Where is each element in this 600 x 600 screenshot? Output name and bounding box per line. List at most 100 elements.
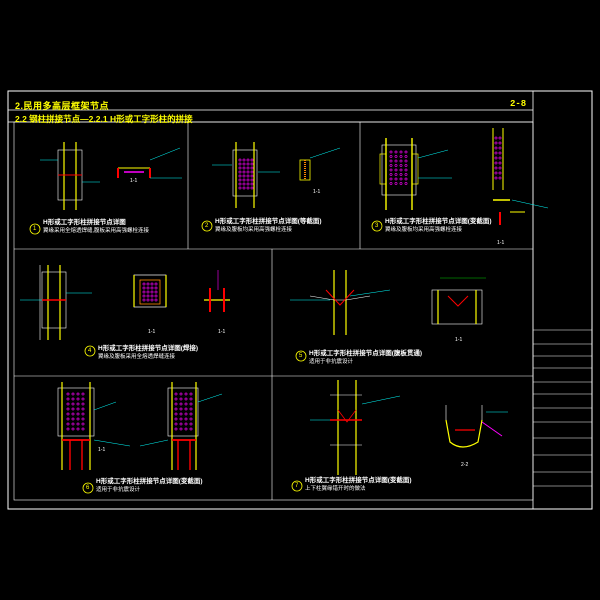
bolt-mark <box>81 402 85 406</box>
detail-6-number: 6 <box>86 485 90 491</box>
detail-6-caption: H形或工字形柱拼接节点详图(变截面) 适用于非抗震设计 <box>96 478 203 494</box>
detail-6-drawing <box>57 382 223 494</box>
bolt-mark <box>76 412 80 416</box>
bolt-mark <box>66 422 70 426</box>
bolt-mark <box>189 427 193 431</box>
bolt-mark <box>81 397 85 401</box>
bolt-mark <box>498 171 502 175</box>
bolt-mark <box>389 159 393 163</box>
bolt-mark <box>494 156 498 160</box>
bolt-mark <box>66 407 70 411</box>
detail-2-note: 翼缘及腹板均采用高强螺栓连接 <box>215 227 293 233</box>
bolt-mark <box>389 177 393 181</box>
bolt-mark <box>150 290 154 294</box>
bolt-mark <box>146 282 150 286</box>
bolt-mark <box>71 407 75 411</box>
detail-2-caption: H形或工字形柱拼接节点详图(等截面) 翼缘及腹板均采用高强螺栓连接 <box>215 218 322 234</box>
section-label: 1-1 <box>455 337 462 343</box>
bolt-mark <box>246 186 250 190</box>
bolt-mark <box>242 158 246 162</box>
bolt-mark <box>394 164 398 167</box>
bolt-mark <box>184 392 188 396</box>
bolt-mark <box>242 162 246 166</box>
bolt-mark <box>189 412 193 416</box>
bolt-mark <box>71 402 75 406</box>
bolt-mark <box>242 182 246 186</box>
bolt-mark <box>246 174 250 178</box>
section-label: 1-1 <box>130 178 137 184</box>
bolt-mark <box>174 392 178 396</box>
bolt-mark <box>179 402 183 406</box>
bolt-mark <box>389 164 393 167</box>
bolt-mark <box>404 150 408 154</box>
bolt-mark <box>498 161 502 165</box>
bolt-mark <box>494 161 498 165</box>
bolt-mark <box>150 286 154 290</box>
bolt-mark <box>246 178 250 182</box>
bolt-mark <box>494 141 498 145</box>
bolt-mark <box>150 298 154 302</box>
bolt-mark <box>394 168 398 172</box>
bolt-mark <box>184 427 188 431</box>
bolt-mark <box>81 417 85 421</box>
bolt-mark <box>399 173 403 176</box>
bolt-mark <box>250 178 254 182</box>
detail-1-title: H形或工字形柱拼接节点详图 <box>43 219 126 226</box>
bolt-mark <box>494 151 498 155</box>
section-label: 1-1 <box>313 189 320 195</box>
bolt-mark <box>246 162 250 166</box>
sheet-number: 2-8 <box>510 99 527 109</box>
bolt-mark <box>250 158 254 162</box>
bolt-mark <box>184 422 188 426</box>
detail-4-caption: H形或工字形柱拼接节点详图(焊接) 翼缘及腹板采用全熔透焊缝连接 <box>98 345 198 361</box>
bolt-mark <box>389 155 393 158</box>
bolt-mark <box>146 294 150 298</box>
bolt-mark <box>250 182 254 186</box>
bolt-mark <box>142 298 146 302</box>
bolt-mark <box>76 417 80 421</box>
detail-3-note: 翼缘及腹板均采用高强螺栓连接 <box>385 227 463 233</box>
bolt-mark <box>394 155 398 158</box>
bolt-mark <box>76 427 80 431</box>
bolt-mark <box>238 182 242 186</box>
bolt-mark <box>154 286 158 290</box>
detail-5-title: H形或工字形柱拼接节点详图(腹板贯通) <box>309 350 423 357</box>
bolt-mark <box>189 417 193 421</box>
bolt-mark <box>66 412 70 416</box>
bolt-mark <box>498 146 502 150</box>
bolt-mark <box>389 150 393 154</box>
section-label: 1-1 <box>148 329 155 335</box>
section-label: 1-1 <box>497 240 504 246</box>
bolt-mark <box>174 407 178 411</box>
bolt-mark <box>498 151 502 155</box>
detail-3-title: H形或工字形柱拼接节点详图(变截面) <box>385 218 492 225</box>
bolt-mark <box>142 290 146 294</box>
bolt-mark <box>399 164 403 167</box>
bolt-mark <box>498 176 502 180</box>
detail-7-caption: H形或工字形柱拼接节点详图(变截面) 上下柱翼缘错开时的做法 <box>305 477 412 493</box>
bolt-mark <box>242 174 246 178</box>
bolt-mark <box>242 186 246 190</box>
bolt-mark <box>189 402 193 406</box>
bolt-mark <box>71 412 75 416</box>
bolt-mark <box>238 158 242 162</box>
bolt-mark <box>76 397 80 401</box>
bolt-mark <box>389 182 393 185</box>
bolt-mark <box>238 170 242 174</box>
title-block-lines <box>533 329 592 487</box>
bolt-mark <box>242 166 246 170</box>
bolt-mark <box>498 136 502 140</box>
bolt-mark <box>498 166 502 170</box>
bolt-mark <box>404 168 408 172</box>
bolt-mark <box>174 402 178 406</box>
section-label: 2-2 <box>461 462 468 468</box>
bolt-mark <box>394 150 398 154</box>
detail-6-note: 适用于非抗震设计 <box>96 487 141 493</box>
detail-1-number: 1 <box>33 226 37 232</box>
bolt-mark <box>146 298 150 302</box>
bolt-mark <box>389 168 393 172</box>
detail-4-drawing <box>20 265 230 357</box>
bolt-mark <box>498 141 502 145</box>
